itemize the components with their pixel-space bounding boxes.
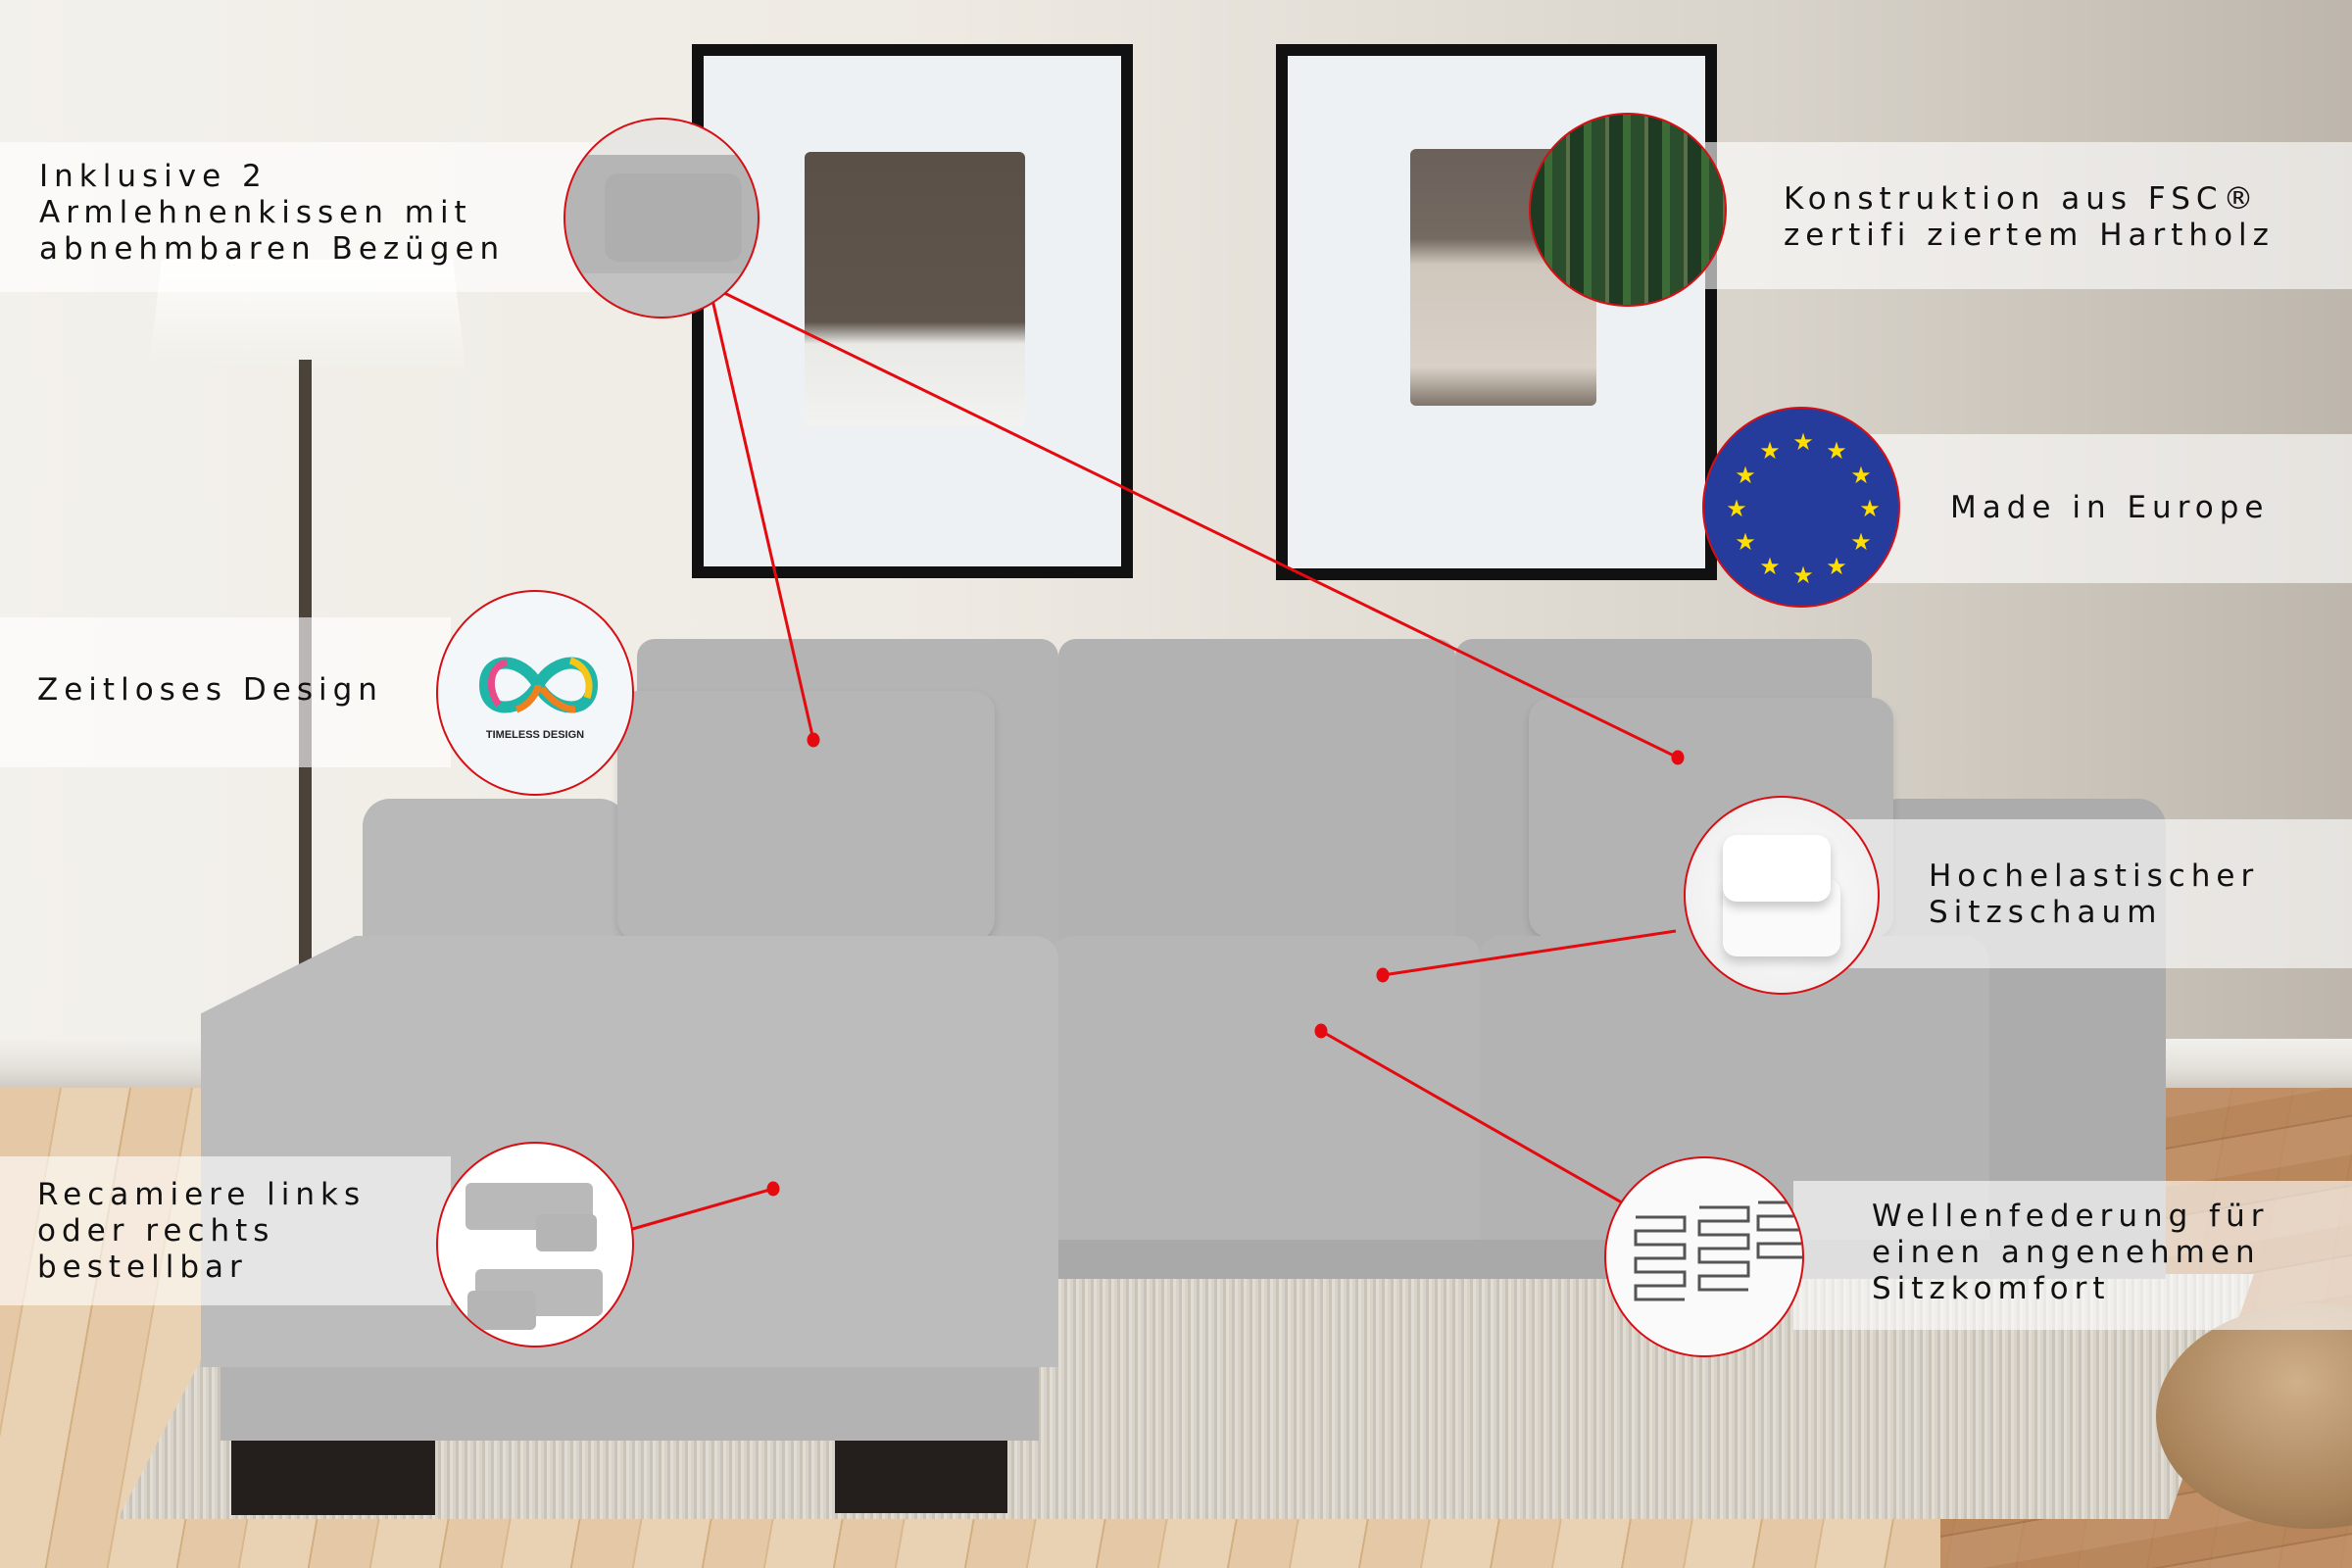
sofa-leg [835, 1441, 1007, 1513]
feature-band-springs [1793, 1181, 2352, 1330]
wave-spring-pattern [1634, 1200, 1802, 1301]
feature-label-cushions: Inklusive 2 Armlehnenkissen mit abnehmba… [39, 159, 506, 267]
foam-block-top [1723, 835, 1831, 902]
hotspot-dot-pillow-right[interactable] [1671, 750, 1685, 765]
seat-cushion-middle [1049, 936, 1480, 1240]
foam-blocks-icon [1684, 796, 1880, 995]
feature-label-design: Zeitloses Design [37, 672, 383, 708]
wave-springs-icon [1604, 1156, 1804, 1357]
eu-flag-icon: ★ ★ ★ ★ ★ ★ ★ ★ ★ ★ ★ ★ [1702, 407, 1900, 608]
feature-band-fsc [1705, 142, 2352, 289]
wall-art-left [692, 44, 1133, 578]
sofa-variants-icon [436, 1142, 634, 1348]
hotspot-dot-recamiere[interactable] [766, 1181, 780, 1197]
sofa-variant-right-chaise [536, 1214, 597, 1251]
painting-left [805, 152, 1025, 426]
feature-label-europe: Made in Europe [1950, 490, 2270, 525]
feature-label-recamiere: Recamiere links oder rechts bestellbar [37, 1177, 367, 1285]
feature-label-springs: Wellenfederung für einen angenehmen Sitz… [1872, 1199, 2270, 1306]
forest-photo-icon [1529, 113, 1727, 307]
chaise-base [220, 1367, 1039, 1441]
feature-band-design [0, 617, 451, 767]
feature-band-foam [1803, 819, 2352, 968]
feature-label-fsc: Konstruktion aus FSC® zertifi ziertem Ha… [1784, 181, 2275, 253]
timeless-design-caption: TIMELESS DESIGN [485, 729, 585, 741]
feature-band-europe [1862, 434, 2352, 583]
infinity-logo-icon: TIMELESS DESIGN [436, 590, 634, 796]
infinity-symbol [478, 657, 599, 713]
sofa-cushion-closeup-icon [564, 118, 760, 318]
sofa-back-middle [1058, 639, 1455, 962]
feature-band-recamiere [0, 1156, 451, 1305]
sofa-variant-left-chaise [467, 1291, 536, 1330]
pillow-left [617, 691, 995, 941]
sofa-leg [231, 1441, 435, 1515]
feature-label-foam: Hochelastischer Sitzschaum [1929, 858, 2260, 930]
hotspot-dot-springs[interactable] [1314, 1023, 1328, 1039]
cushion-shape [605, 173, 742, 262]
hotspot-dot-pillow-left[interactable] [807, 732, 820, 748]
hotspot-dot-foam[interactable] [1376, 967, 1390, 983]
